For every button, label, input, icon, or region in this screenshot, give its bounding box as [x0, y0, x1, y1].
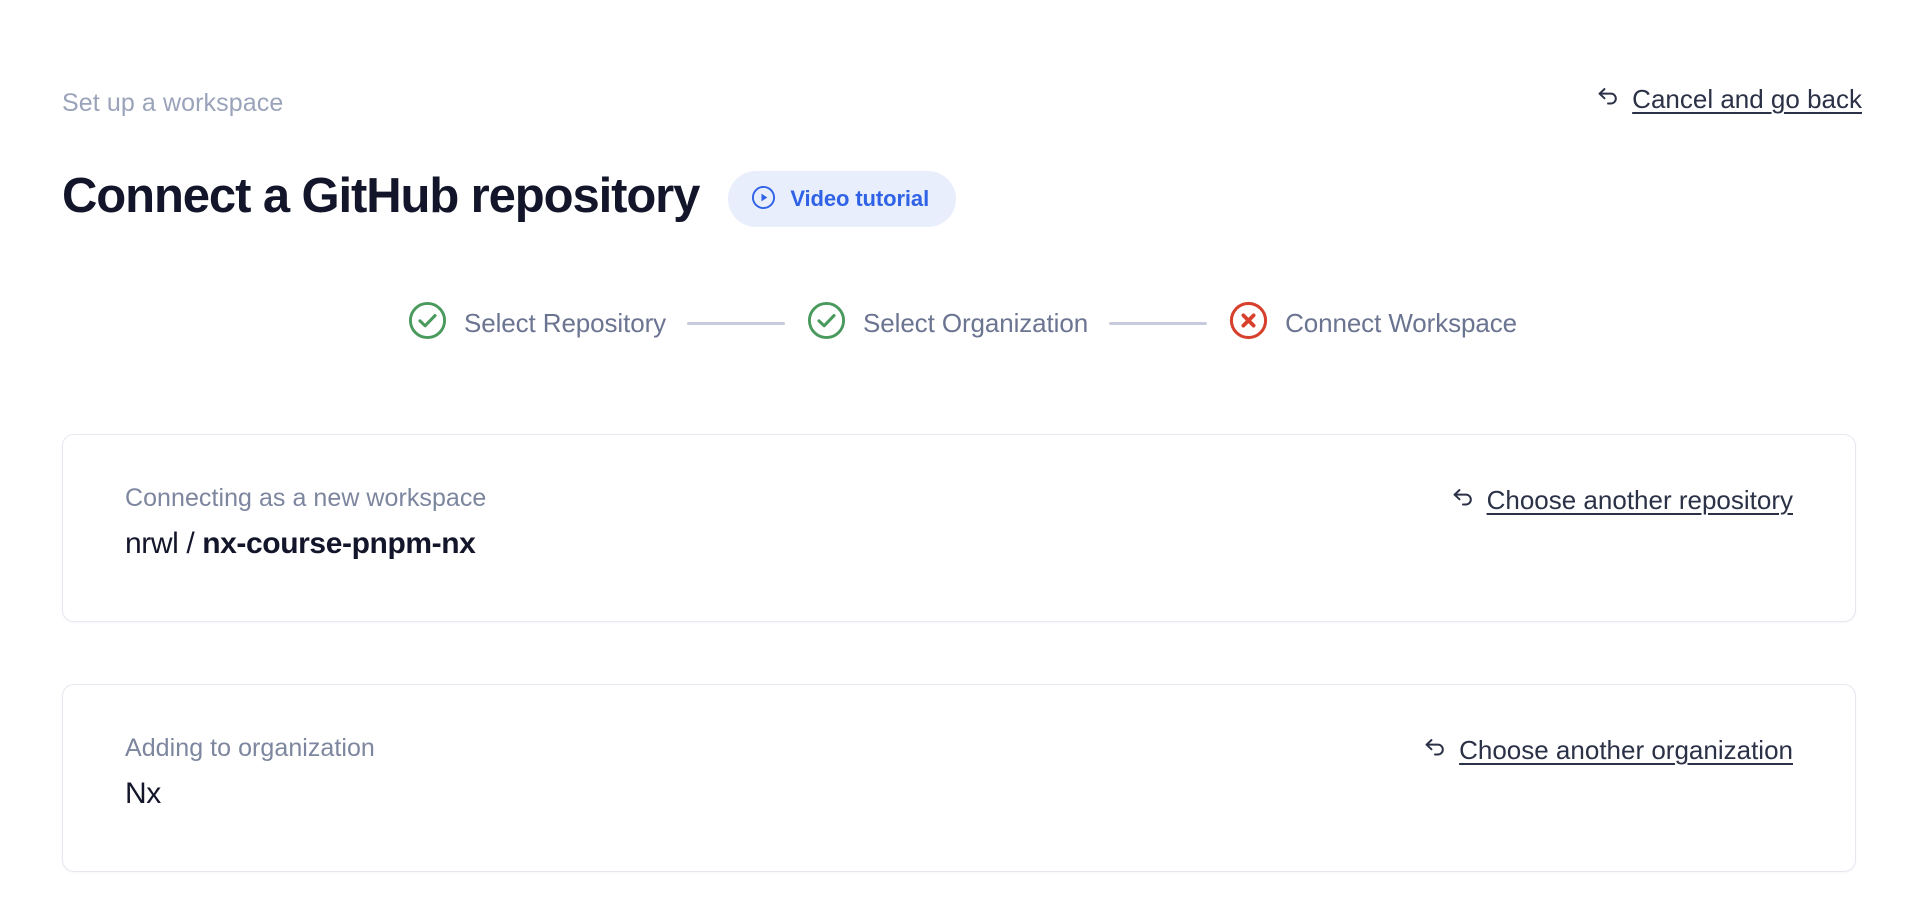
organization-card-body: Adding to organization Nx: [63, 685, 375, 813]
choose-another-repository-link[interactable]: Choose another repository: [1449, 435, 1855, 516]
play-circle-icon: [750, 184, 777, 214]
page-title: Connect a GitHub repository: [62, 168, 700, 223]
step-connect-workspace[interactable]: Connect Workspace: [1228, 300, 1517, 346]
cancel-and-go-back-label: Cancel and go back: [1632, 83, 1862, 114]
step-connector: [687, 321, 786, 325]
video-tutorial-label: Video tutorial: [790, 185, 930, 211]
back-arrow-icon: [1449, 483, 1477, 516]
organization-card-caption: Adding to organization: [125, 734, 375, 762]
check-circle-icon: [806, 300, 847, 346]
repository-owner: nrwl /: [125, 527, 203, 560]
repository-name-value: nrwl / nx-course-pnpm-nx: [125, 525, 486, 563]
step-select-repository[interactable]: Select Repository: [407, 300, 666, 346]
repository-card-body: Connecting as a new workspace nrwl / nx-…: [63, 435, 486, 563]
step-label: Connect Workspace: [1285, 308, 1517, 338]
choose-another-organization-link[interactable]: Choose another organization: [1421, 685, 1855, 766]
back-arrow-icon: [1421, 733, 1449, 766]
organization-name-value: Nx: [125, 777, 161, 810]
step-select-organization[interactable]: Select Organization: [806, 300, 1088, 346]
repository-card-caption: Connecting as a new workspace: [125, 484, 487, 512]
repository-name: nx-course-pnpm-nx: [202, 527, 476, 560]
x-circle-icon: [1228, 300, 1269, 346]
video-tutorial-button[interactable]: Video tutorial: [728, 170, 957, 227]
check-circle-icon: [407, 300, 448, 346]
organization-card: Adding to organization Nx Choose another…: [62, 684, 1856, 872]
breadcrumb-eyebrow: Set up a workspace: [62, 89, 284, 117]
choose-another-repository-label: Choose another repository: [1486, 484, 1793, 515]
page-header: Set up a workspace Connect a GitHub repo…: [62, 88, 1862, 258]
repository-card: Connecting as a new workspace nrwl / nx-…: [62, 434, 1856, 622]
step-label: Select Repository: [463, 308, 667, 338]
back-arrow-icon: [1594, 82, 1622, 115]
title-row: Connect a GitHub repository Video tutori…: [62, 134, 1862, 258]
step-label: Select Organization: [863, 308, 1089, 338]
choose-another-organization-label: Choose another organization: [1459, 734, 1793, 765]
cancel-and-go-back-link[interactable]: Cancel and go back: [1594, 82, 1862, 115]
step-connector: [1109, 321, 1208, 325]
progress-stepper: Select Repository Select Organization Co…: [0, 300, 1924, 346]
